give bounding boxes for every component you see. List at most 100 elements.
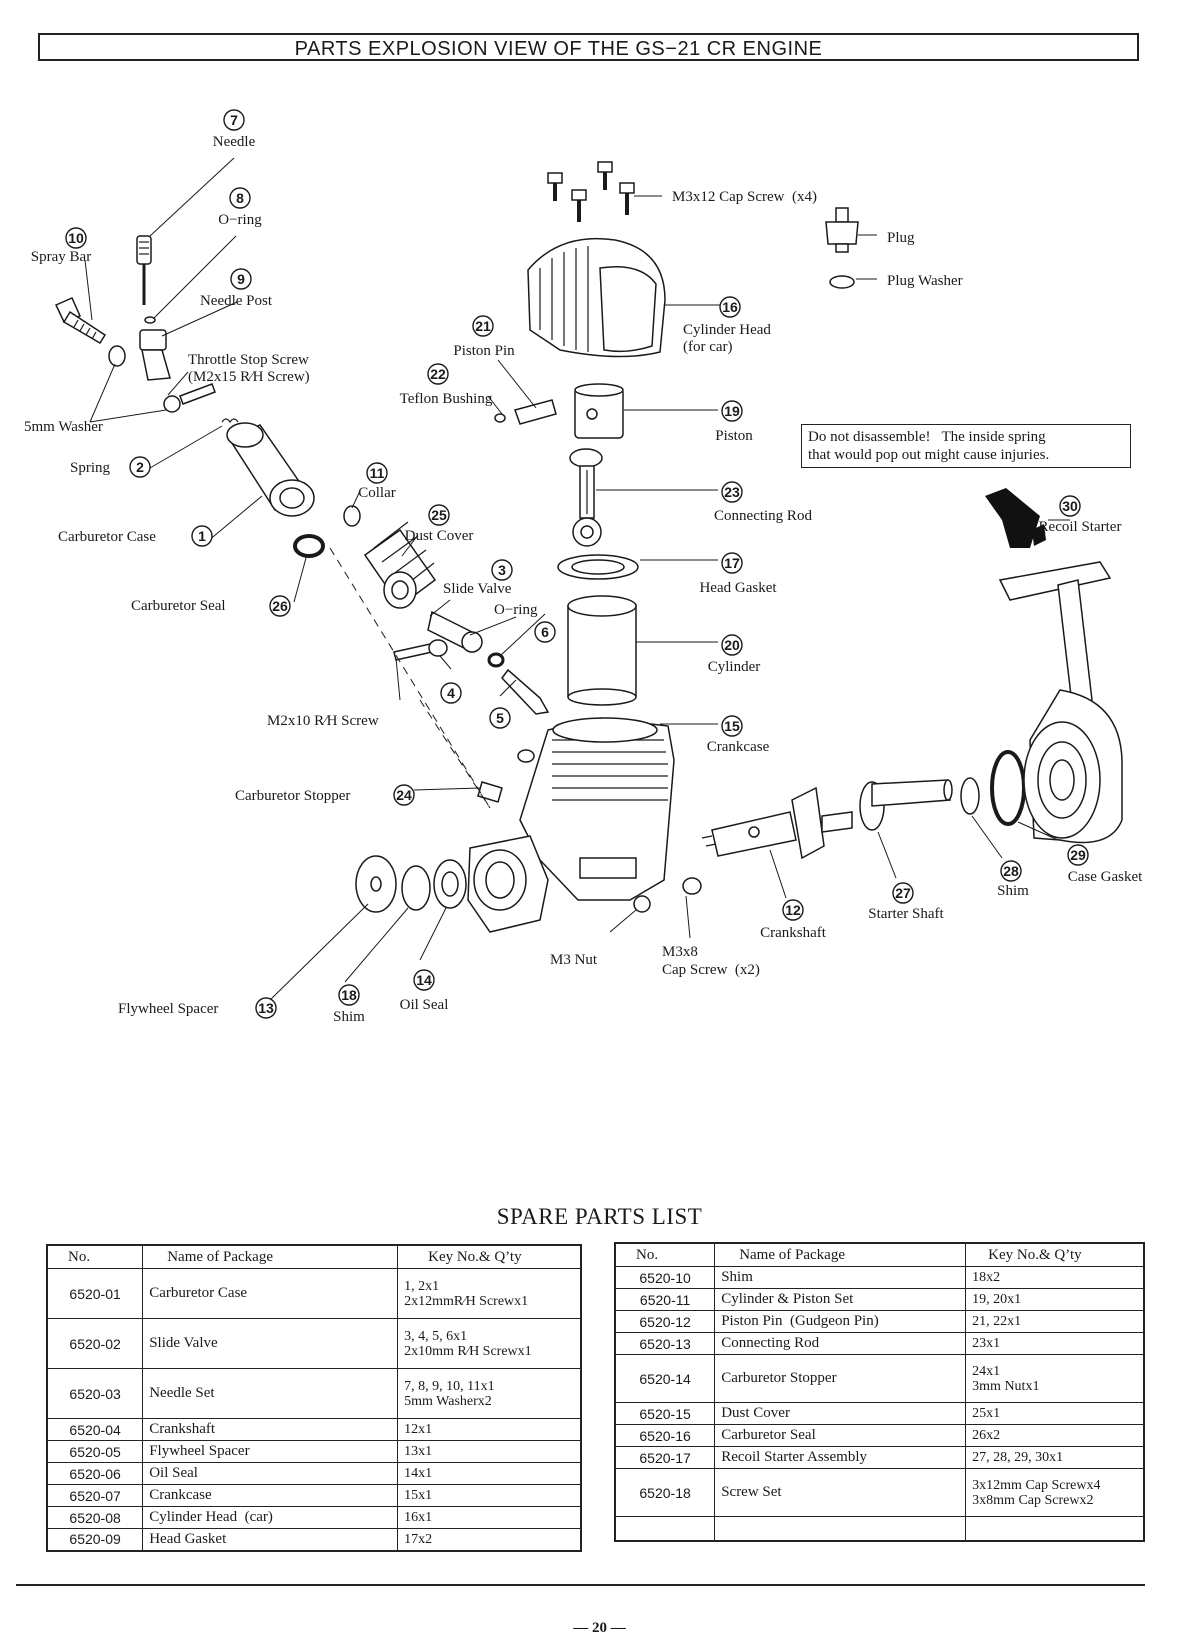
package-number: 6520-15 bbox=[614, 1402, 716, 1425]
callout-slide-o-ring: O−ring 6 bbox=[494, 602, 556, 643]
key-quantity: 21, 22x1 bbox=[965, 1310, 1145, 1333]
callout-number: 6 bbox=[541, 624, 549, 640]
callout-m3-nut: M3 Nut bbox=[550, 952, 598, 968]
callout-number: 29 bbox=[1070, 847, 1086, 863]
starter-shim-part bbox=[960, 777, 980, 815]
callout-crankcase: 15 Crankcase bbox=[707, 715, 770, 755]
key-quantity: 17x2 bbox=[397, 1528, 582, 1551]
callout-number: 23 bbox=[724, 484, 740, 500]
callout-label: Crankshaft bbox=[760, 925, 827, 941]
callout-number: 10 bbox=[68, 230, 84, 246]
callout-number: 24 bbox=[396, 787, 412, 803]
spare-parts-table-right: No. Name of Package Key No.& Q’ty 6520-1… bbox=[614, 1242, 1145, 1542]
callout-number: 11 bbox=[370, 465, 385, 481]
package-name: Piston Pin (Gudgeon Pin) bbox=[714, 1310, 967, 1333]
callout-teflon-bushing: 22 Teflon Bushing bbox=[400, 363, 493, 407]
pointing-hand-icon bbox=[985, 488, 1040, 548]
page-title-box: PARTS EXPLOSION VIEW OF THE GS−21 CR ENG… bbox=[38, 33, 1139, 61]
callout-label: M3x12 Cap Screw (x4) bbox=[672, 189, 817, 205]
callout-label: Carburetor Seal bbox=[131, 598, 226, 614]
footer-rule bbox=[16, 1584, 1145, 1586]
callout-needle: 7 Needle bbox=[213, 109, 256, 150]
package-name: Crankcase bbox=[142, 1484, 399, 1507]
crankcase-part bbox=[467, 717, 675, 933]
spare-parts-table-left: No. Name of Package Key No.& Q’ty 6520-0… bbox=[46, 1244, 582, 1552]
callout-number: 7 bbox=[230, 112, 238, 128]
package-name: Carburetor Seal bbox=[714, 1424, 967, 1447]
callout-label: M3 Nut bbox=[550, 952, 598, 968]
callout-label: O−ring bbox=[218, 212, 262, 228]
key-quantity: 26x2 bbox=[965, 1424, 1145, 1447]
callout-label: 5mm Washer bbox=[24, 419, 103, 435]
callout-cap-screw: M3x12 Cap Screw (x4) bbox=[672, 189, 817, 205]
callout-slide-valve: 3 Slide Valve bbox=[443, 559, 513, 597]
key-quantity: 13x1 bbox=[397, 1440, 582, 1463]
package-number: 6520-05 bbox=[46, 1440, 144, 1463]
m3-nut-part bbox=[633, 895, 651, 913]
callout-label: O−ring bbox=[494, 602, 538, 618]
warning-note: Do not disassemble! The inside spring th… bbox=[801, 424, 1131, 468]
slide-needle-part bbox=[501, 668, 550, 715]
warning-line-1: Do not disassemble! The inside spring bbox=[808, 429, 1046, 445]
package-number bbox=[614, 1516, 716, 1541]
callout-number: 9 bbox=[237, 271, 245, 287]
oil-seal-part bbox=[433, 859, 467, 909]
needle-part bbox=[136, 235, 152, 305]
callout-plug: Plug bbox=[887, 230, 915, 246]
callout-5mm-washer: 5mm Washer bbox=[24, 419, 103, 435]
callout-label: Plug Washer bbox=[887, 273, 963, 289]
callout-label: Cylinder Head bbox=[683, 322, 771, 338]
callout-number: 2 bbox=[136, 459, 144, 475]
callout-m2x10-screw: M2x10 R∕H Screw bbox=[267, 713, 379, 729]
stopper-screw-part bbox=[517, 749, 535, 763]
callout-number: 30 bbox=[1062, 498, 1078, 514]
m2x10-screw-part bbox=[393, 643, 433, 661]
package-number: 6520-10 bbox=[614, 1266, 716, 1289]
package-name bbox=[714, 1516, 967, 1541]
cylinder-part bbox=[567, 595, 637, 706]
callout-number: 27 bbox=[895, 885, 911, 901]
column-header-key: Key No.& Q’ty bbox=[397, 1244, 582, 1269]
callout-cylinder-head: 16 Cylinder Head (for car) bbox=[683, 296, 771, 355]
callout-recoil-starter: 30 Recoil Starter bbox=[1039, 495, 1121, 535]
callout-head-gasket: 17 Head Gasket bbox=[699, 552, 777, 596]
callout-label-sub: (M2x15 R∕H Screw) bbox=[188, 369, 310, 385]
callout-number: 3 bbox=[498, 562, 506, 578]
carburetor-stopper-part bbox=[477, 781, 503, 803]
screw-4-part bbox=[428, 639, 448, 657]
callout-needle-5: 5 bbox=[489, 707, 511, 729]
package-number: 6520-06 bbox=[46, 1462, 144, 1485]
callout-number: 17 bbox=[724, 555, 740, 571]
package-name: Dust Cover bbox=[714, 1402, 967, 1425]
key-quantity: 3, 4, 5, 6x1 2x10mm R∕H Screwx1 bbox=[397, 1318, 582, 1369]
carburetor-seal-part bbox=[293, 534, 325, 558]
callout-o-ring: 8 O−ring bbox=[218, 187, 262, 228]
table-header-row: No. Name of Package Key No.& Q’ty bbox=[46, 1244, 582, 1269]
package-number: 6520-12 bbox=[614, 1310, 716, 1333]
key-quantity: 23x1 bbox=[965, 1332, 1145, 1355]
callout-label: Connecting Rod bbox=[714, 508, 812, 524]
callout-number: 13 bbox=[258, 1000, 274, 1016]
key-quantity: 12x1 bbox=[397, 1418, 582, 1441]
piston-part bbox=[574, 383, 624, 439]
key-quantity: 7, 8, 9, 10, 11x1 5mm Washerx2 bbox=[397, 1368, 582, 1419]
callout-label: Teflon Bushing bbox=[400, 391, 493, 407]
callout-carburetor-stopper: Carburetor Stopper 24 bbox=[235, 784, 415, 806]
callout-label: Needle Post bbox=[200, 293, 273, 309]
washer-part-2 bbox=[163, 395, 181, 413]
callout-shim-28: 28 Shim bbox=[997, 860, 1029, 899]
key-quantity: 27, 28, 29, 30x1 bbox=[965, 1446, 1145, 1469]
callout-number: 14 bbox=[416, 972, 432, 988]
package-number: 6520-18 bbox=[614, 1468, 716, 1517]
part-drawings bbox=[54, 161, 1123, 933]
callout-m3x8-cap-screw: M3x8 Cap Screw (x2) bbox=[662, 944, 760, 978]
callout-label: Slide Valve bbox=[443, 581, 512, 597]
